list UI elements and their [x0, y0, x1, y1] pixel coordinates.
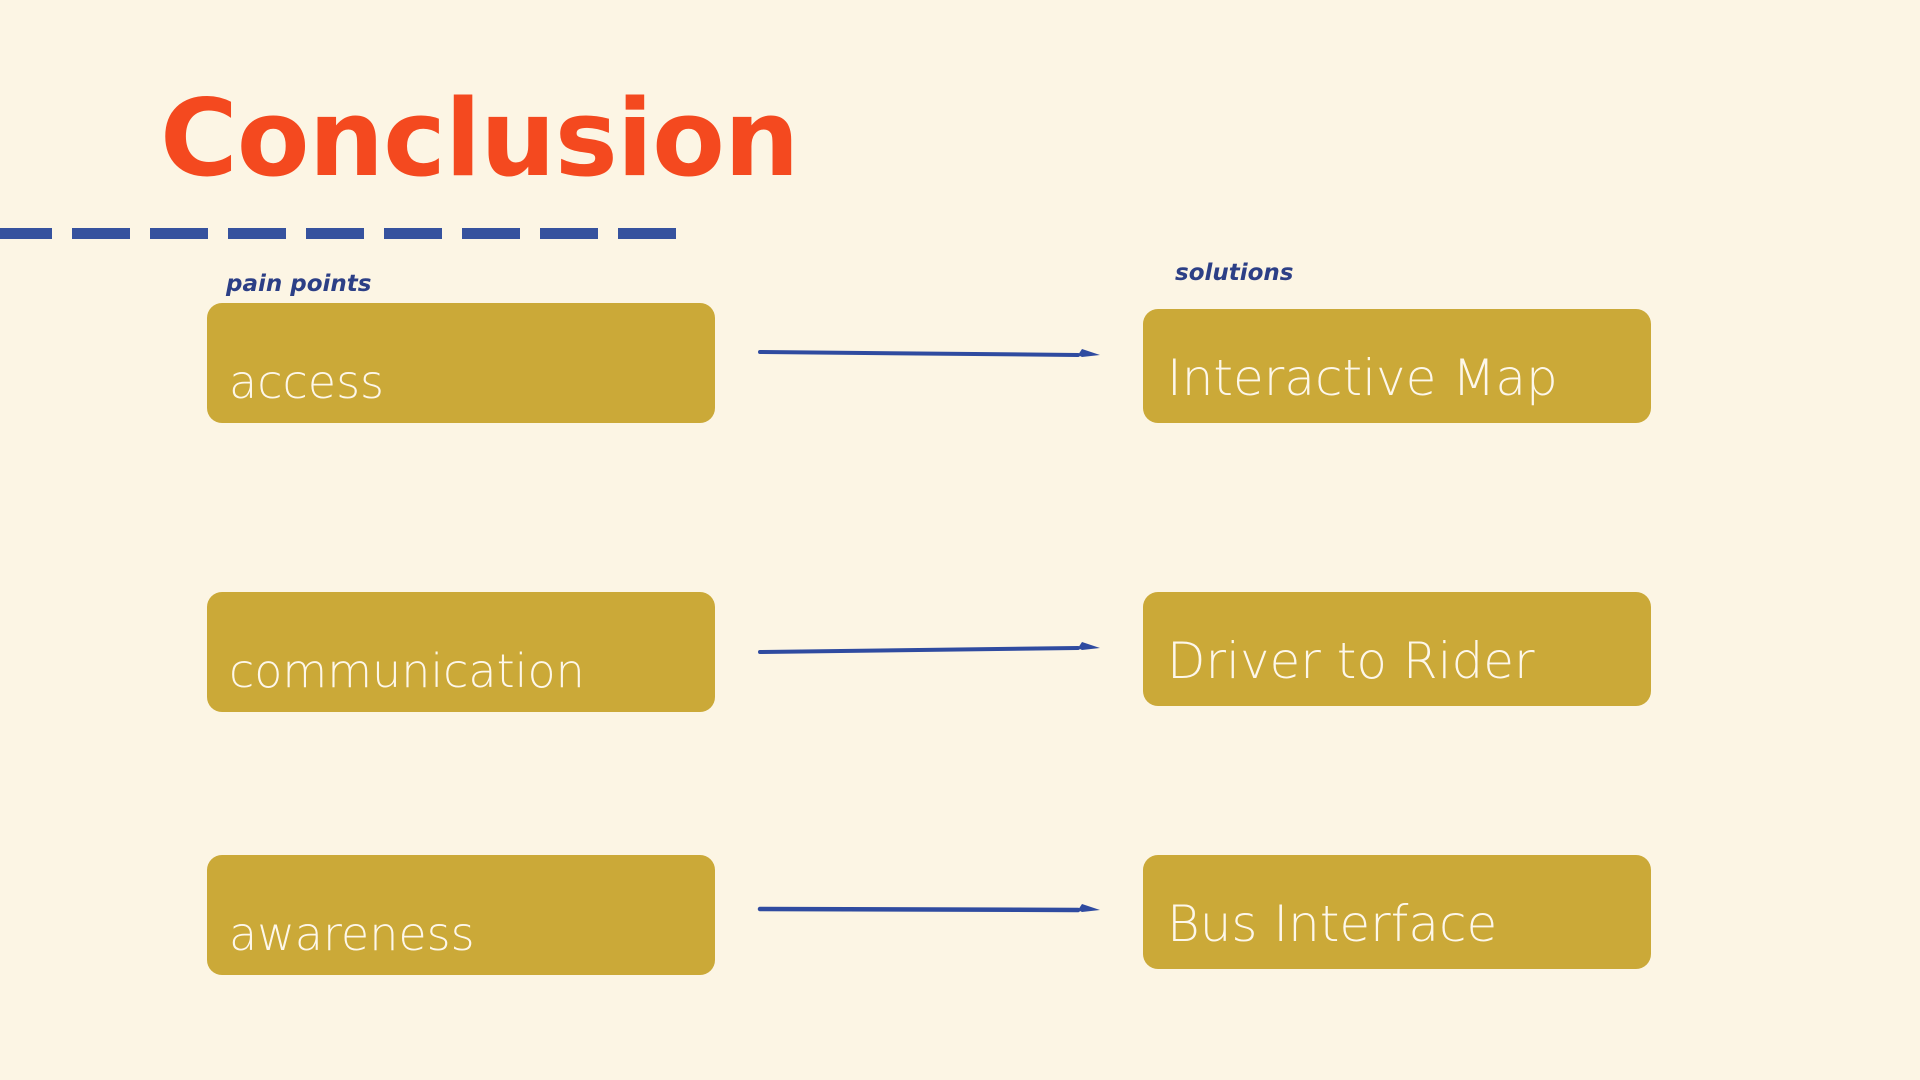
arrow-right-icon — [758, 642, 1100, 654]
divider-dash — [618, 228, 676, 239]
pain-point-label: awareness — [229, 907, 475, 961]
dashed-divider — [0, 228, 700, 239]
arrow-right-icon — [758, 349, 1100, 357]
solution-box-3[interactable]: Bus Interface — [1143, 855, 1651, 969]
solution-label: Driver to Rider — [1167, 632, 1535, 690]
solution-label: Bus Interface — [1167, 895, 1498, 953]
divider-dash — [228, 228, 286, 239]
divider-dash — [306, 228, 364, 239]
page-title: Conclusion — [160, 77, 799, 200]
solution-box-2[interactable]: Driver to Rider — [1143, 592, 1651, 706]
arrow-right-icon — [757, 904, 1100, 913]
divider-dash — [462, 228, 520, 239]
divider-dash — [0, 228, 52, 239]
divider-dash — [150, 228, 208, 239]
solution-box-1[interactable]: Interactive Map — [1143, 309, 1651, 423]
pain-point-box-2[interactable]: communication — [207, 592, 715, 712]
column-caption-pain-points: pain points — [226, 271, 372, 297]
column-caption-solutions: solutions — [1175, 260, 1294, 286]
divider-dash — [540, 228, 598, 239]
pain-point-box-1[interactable]: access — [207, 303, 715, 423]
pain-point-label: communication — [229, 644, 585, 698]
divider-dash — [72, 228, 130, 239]
solution-label: Interactive Map — [1167, 349, 1558, 407]
pain-point-box-3[interactable]: awareness — [207, 855, 715, 975]
divider-dash — [384, 228, 442, 239]
pain-point-label: access — [229, 355, 385, 409]
